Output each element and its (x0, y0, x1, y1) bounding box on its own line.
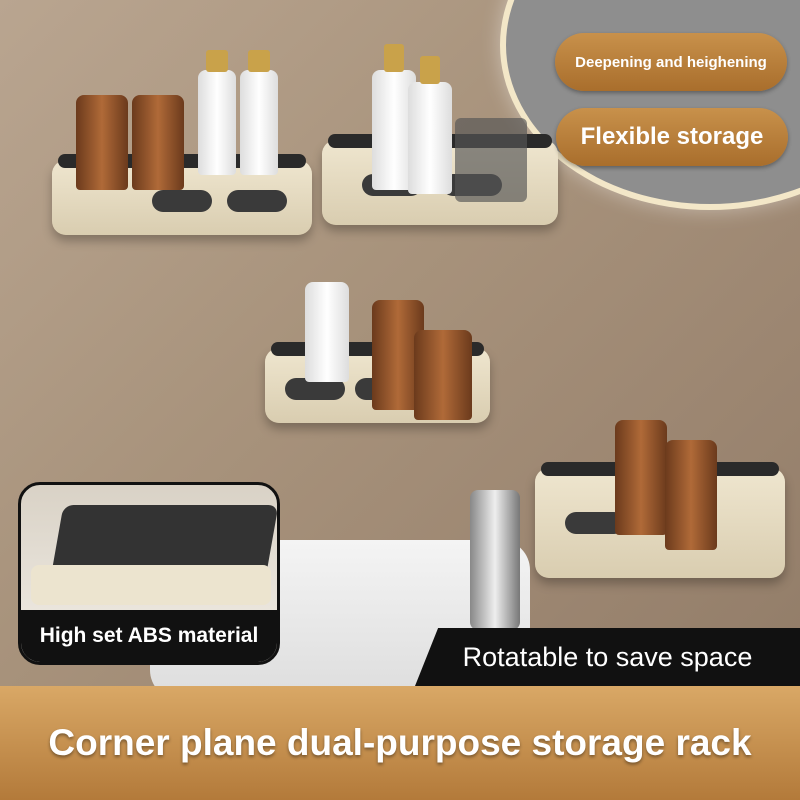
feature-badge-deepening: Deepening and heighening (555, 33, 787, 91)
spray-bottle (665, 440, 717, 550)
soap-bottle (132, 95, 184, 190)
soap-bottle (414, 330, 472, 420)
headline-banner: Corner plane dual-purpose storage rack (0, 686, 800, 800)
material-label: High set ABS material (21, 610, 277, 662)
toothbrush-cup (455, 118, 527, 202)
rotatable-label: Rotatable to save space (415, 628, 800, 686)
lotion-bottle (408, 56, 452, 194)
lotion-bottle (305, 282, 349, 382)
lotion-bottle (240, 50, 278, 175)
soap-bottle (76, 95, 128, 190)
spray-bottle (615, 420, 667, 535)
shelf-edge (31, 565, 271, 605)
lotion-bottle (198, 50, 236, 175)
material-closeup-inset: High set ABS material (18, 482, 280, 665)
faucet (470, 490, 520, 630)
feature-badge-flexible: Flexible storage (556, 108, 788, 166)
